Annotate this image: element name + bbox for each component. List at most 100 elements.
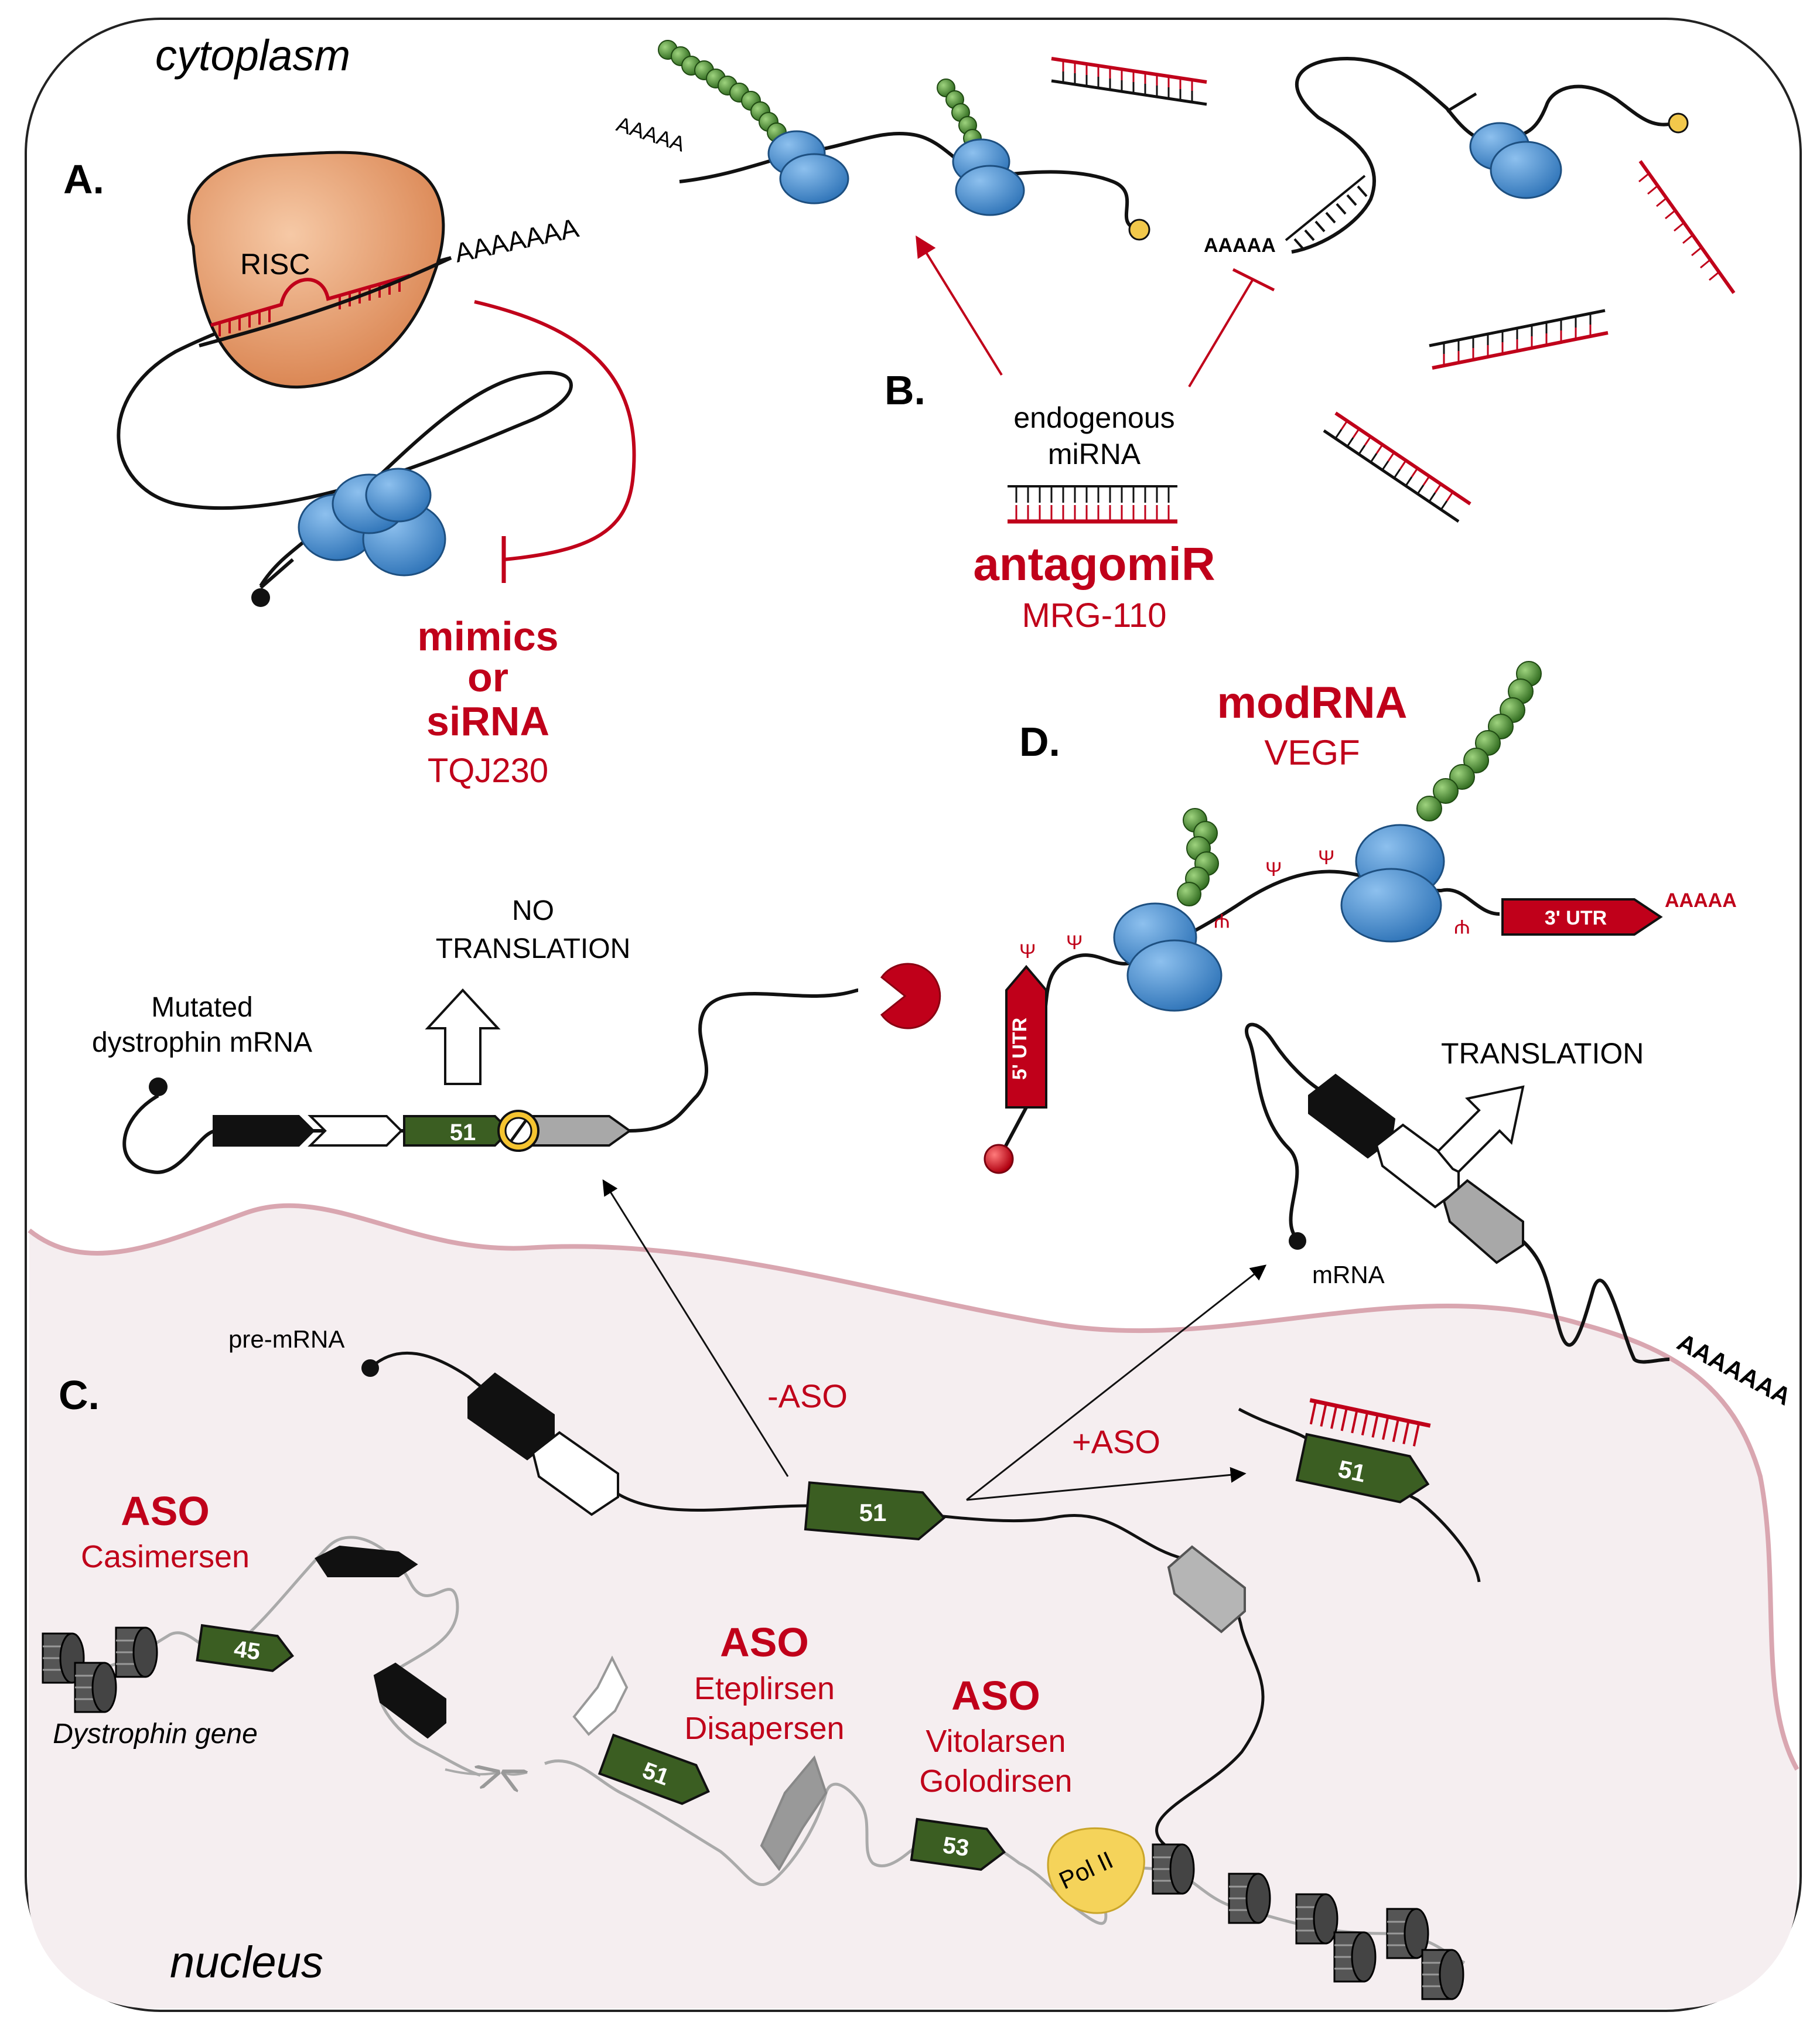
gene-exon-45-label: 45 bbox=[233, 1636, 262, 1665]
mutated-exon-gray bbox=[529, 1115, 632, 1147]
panel-a-drug-line1: mimics bbox=[417, 613, 558, 659]
histone-3 bbox=[115, 1626, 158, 1678]
panel-a-letter: A. bbox=[63, 156, 104, 202]
panel-d-peptide-chain-1 bbox=[1177, 808, 1219, 906]
panel-a-inhibition-line bbox=[474, 300, 636, 561]
panel-d-psi-2: Ψ bbox=[1066, 932, 1083, 954]
panel-b-endogenous-line2: miRNA bbox=[1048, 438, 1141, 470]
panel-d-5utr-label: 5' UTR bbox=[1009, 1018, 1031, 1080]
histone-6 bbox=[1295, 1893, 1338, 1945]
nuclease-pacman-icon bbox=[880, 963, 941, 1029]
panel-b-duplex-middle bbox=[1429, 309, 1609, 370]
gene-exon-black-2 bbox=[373, 1662, 446, 1739]
pre-mrna-exon-51 bbox=[804, 1481, 946, 1541]
no-translation-line1: NO bbox=[512, 895, 554, 926]
panel-b-arrow-to-translation bbox=[916, 235, 1003, 376]
panel-d-drug-name: VEGF bbox=[1264, 733, 1360, 772]
panel-b-mrna-right bbox=[1291, 56, 1676, 254]
panel-d-5prime-cap bbox=[984, 1144, 1014, 1174]
gene-exon-black-1 bbox=[315, 1545, 418, 1577]
translation-hollow-arrow bbox=[1436, 1085, 1525, 1174]
pre-mrna-exon-gray bbox=[1167, 1545, 1246, 1634]
panel-b-inhibition-bar bbox=[1232, 268, 1275, 292]
panel-d-psi-3: Ψ bbox=[1265, 858, 1282, 881]
panel-d-psi-4: Ψ bbox=[1318, 847, 1334, 869]
aso2-drug1: Eteplirsen bbox=[694, 1671, 835, 1706]
no-translation-line2: TRANSLATION bbox=[436, 933, 630, 964]
panel-b-bound-mirna bbox=[1285, 175, 1368, 250]
aso2-drug2: Disapersen bbox=[684, 1711, 844, 1746]
panel-d-psi-6: Ψ bbox=[1454, 915, 1470, 937]
gene-exon-45 bbox=[196, 1624, 295, 1672]
panel-b-antagomir-duplex bbox=[1008, 485, 1177, 524]
corrected-mrna-label: mRNA bbox=[1312, 1261, 1385, 1288]
aso3-drug1: Vitolarsen bbox=[926, 1724, 1066, 1759]
panel-a-drug-name: TQJ230 bbox=[428, 752, 548, 790]
mutated-mrna-label-line1: Mutated bbox=[151, 992, 252, 1023]
corrected-mrna-5prime-cap bbox=[1289, 1232, 1306, 1250]
histone-7 bbox=[1333, 1931, 1377, 1983]
panel-b-letter: B. bbox=[885, 367, 926, 413]
premature-stop-icon bbox=[497, 1110, 539, 1152]
mutated-exon-white bbox=[308, 1115, 403, 1147]
panel-c-letter: C. bbox=[59, 1372, 100, 1418]
pre-mrna-exon-white bbox=[531, 1431, 619, 1516]
panel-b-poly-a-right: AAAAA bbox=[1204, 234, 1276, 257]
panel-d-3utr-element: 3' UTR bbox=[1501, 898, 1663, 936]
mutated-exon-black bbox=[213, 1115, 315, 1147]
mutated-exon-51-label: 51 bbox=[450, 1120, 476, 1145]
panel-a-ribosome bbox=[298, 468, 446, 577]
panel-d-drug-class: modRNA bbox=[1217, 678, 1407, 728]
risc-complex bbox=[187, 151, 445, 389]
gene-exon-51 bbox=[597, 1733, 710, 1805]
panel-b-peptide-chain-1 bbox=[658, 40, 787, 142]
aso-target-strand bbox=[1238, 1407, 1481, 1583]
pol2-complex: Pol II bbox=[1047, 1827, 1145, 1914]
cytoplasm-label: cytoplasm bbox=[155, 31, 350, 80]
minus-aso-label: -ASO bbox=[767, 1377, 848, 1414]
panel-b-endogenous-line1: endogenous bbox=[1013, 401, 1174, 434]
gene-exon-white bbox=[572, 1655, 629, 1736]
panel-b-ribosome-2 bbox=[952, 138, 1025, 216]
panel-b: B. AAAAA AAAAA bbox=[614, 40, 1736, 635]
plus-aso-arrow-to-target bbox=[966, 1467, 1247, 1501]
panel-d-psi-1: Ψ bbox=[1019, 940, 1036, 963]
panel-b-ribosome-1 bbox=[767, 130, 849, 204]
panel-d-peptide-chain-2 bbox=[1416, 661, 1542, 821]
panel-d-cap-stem bbox=[1001, 1106, 1028, 1152]
dystrophin-gene-label: Dystrophin gene bbox=[53, 1718, 258, 1750]
plus-aso-arrow-to-mrna bbox=[966, 1264, 1267, 1501]
panel-b-cap-right bbox=[1668, 112, 1689, 134]
panel-b-block-bar-ribosome bbox=[1446, 92, 1477, 113]
gene-exon-53-label: 53 bbox=[941, 1832, 971, 1861]
nuclear-envelope bbox=[28, 1203, 1799, 1771]
panel-d-5utr-element: 5' UTR bbox=[1005, 964, 1047, 1109]
pre-mrna-strand bbox=[369, 1351, 1265, 1847]
panel-b-duplex-top bbox=[1051, 57, 1207, 106]
panel-d-ribosome-2 bbox=[1340, 824, 1445, 943]
aso3-class: ASO bbox=[951, 1673, 1040, 1718]
panel-a-mrna-through-risc bbox=[199, 256, 452, 347]
panel-d-modrna-strand bbox=[1041, 869, 1500, 1026]
minus-aso-arrow bbox=[602, 1179, 789, 1477]
panel-d-3utr-label: 3' UTR bbox=[1545, 907, 1607, 929]
no-translation-hollow-arrow bbox=[425, 988, 501, 1085]
plus-aso-label: +ASO bbox=[1072, 1423, 1160, 1460]
panel-b-duplex-bottom bbox=[1323, 411, 1471, 523]
mutated-mrna-5prime-cap bbox=[149, 1077, 168, 1096]
risc-guide-strand bbox=[210, 274, 411, 327]
aso-target-exon-51 bbox=[1295, 1433, 1430, 1503]
panel-b-cap-left bbox=[1128, 219, 1150, 241]
translation-label: TRANSLATION bbox=[1441, 1037, 1644, 1070]
panel-d-psi-5: Ψ bbox=[1214, 909, 1230, 932]
panel-b-ribosome-3 bbox=[1469, 122, 1562, 199]
panel-a-5prime-cap bbox=[251, 588, 270, 607]
panel-b-drug-class: antagomiR bbox=[973, 538, 1215, 590]
mutated-mrna-label-line2: dystrophin mRNA bbox=[92, 1027, 312, 1058]
panel-a-drug-line3: siRNA bbox=[426, 698, 549, 744]
histone-9 bbox=[1421, 1949, 1464, 2000]
panel-d-ribosome-1 bbox=[1113, 902, 1223, 1012]
panel-b-drug-name: MRG-110 bbox=[1022, 596, 1166, 635]
gene-strand-gap-2 bbox=[504, 1772, 527, 1775]
